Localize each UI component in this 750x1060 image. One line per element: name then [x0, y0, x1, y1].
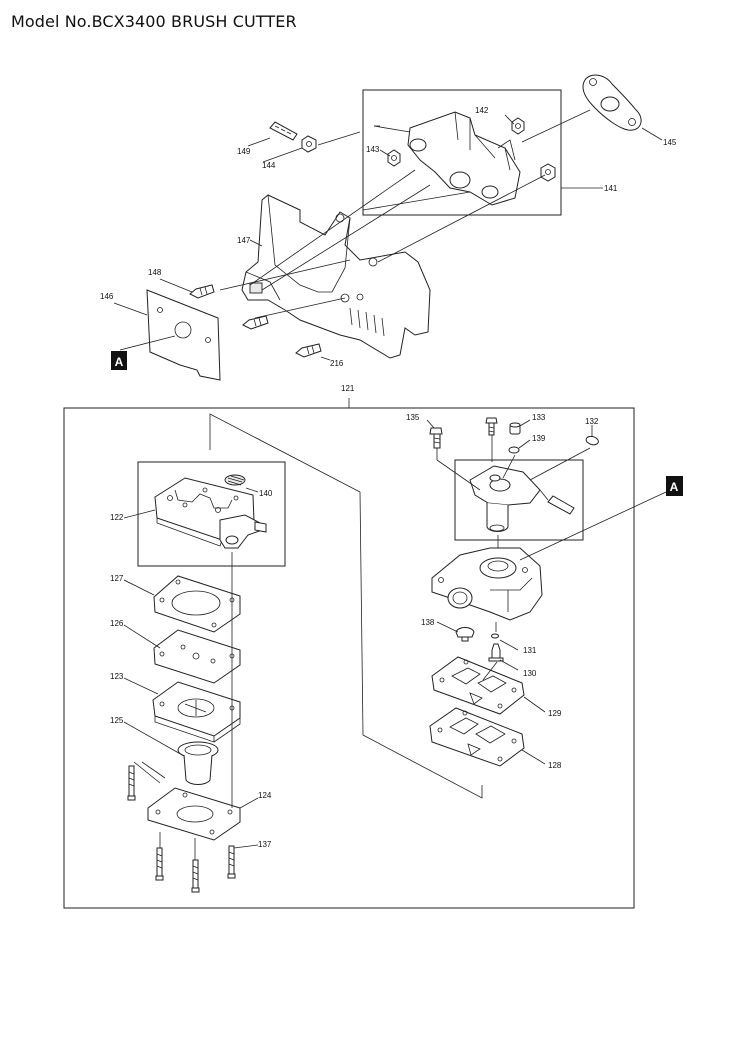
- marker-a-right-label: A: [670, 480, 679, 494]
- part-132-clip: [585, 435, 599, 446]
- frame-121: [63, 407, 635, 909]
- callout-127: 127: [110, 574, 124, 583]
- callout-145: 145: [663, 138, 677, 147]
- callout-141: 141: [604, 184, 618, 193]
- group-line: [209, 413, 483, 799]
- part-133-cap: [509, 422, 521, 435]
- callout-121: 121: [341, 384, 355, 393]
- callout-147: 147: [237, 236, 251, 245]
- part-148-screw-2: [242, 315, 269, 330]
- part-146-plate: [146, 289, 221, 381]
- callout-130: 130: [523, 669, 537, 678]
- part-130-needle: [488, 643, 504, 662]
- callout-123: 123: [110, 672, 124, 681]
- callout-129: 129: [548, 709, 562, 718]
- callout-132: 132: [585, 417, 599, 426]
- marker-a-left-label: A: [115, 355, 124, 369]
- part-126-diaphragm: [153, 629, 241, 684]
- part-124-holder: [147, 787, 241, 841]
- callout-125: 125: [110, 716, 124, 725]
- right-leader-lines: [426, 419, 667, 765]
- part-128-plate: [429, 707, 525, 767]
- part-143-nut: [387, 149, 401, 167]
- callout-122: 122: [110, 513, 124, 522]
- part-147-bracket: [241, 194, 431, 359]
- marker-a-left: [111, 351, 127, 370]
- part-129-gasket: [431, 656, 525, 715]
- callout-143: 143: [366, 145, 380, 154]
- part-123-cover: [152, 681, 241, 743]
- callout-139: 139: [532, 434, 546, 443]
- part-133-throttle-lever: [469, 465, 575, 532]
- callout-128: 128: [548, 761, 562, 770]
- part-149-stud: [269, 121, 298, 141]
- left-leader-lines: [123, 487, 259, 860]
- part-141-nut: [540, 163, 556, 182]
- part-142-nut: [511, 117, 525, 135]
- callout-216: 216: [330, 359, 344, 368]
- part-135-screw: [429, 427, 443, 449]
- part-133-screw: [485, 417, 498, 436]
- part-145-gasket: [582, 74, 642, 131]
- upper-leader-lines: [113, 109, 663, 361]
- callout-137: 137: [258, 840, 272, 849]
- callout-131: 131: [523, 646, 537, 655]
- part-125-primer-bulb: [177, 741, 219, 785]
- part-140-screen: [224, 474, 246, 486]
- part-141-manifold: [407, 111, 521, 206]
- callout-146: 146: [100, 292, 114, 301]
- part-122-pump-body: [154, 477, 267, 549]
- callout-149: 149: [237, 147, 251, 156]
- part-137-screws: [127, 765, 236, 893]
- part-121-carburetor-body: [431, 547, 543, 621]
- part-131-oring: [491, 633, 499, 639]
- part-216-screw: [295, 343, 322, 358]
- marker-a-right: [666, 476, 683, 496]
- callout-133: 133: [532, 413, 546, 422]
- callout-142: 142: [475, 106, 489, 115]
- part-144-nut: [301, 135, 317, 153]
- callout-140: 140: [259, 489, 273, 498]
- callout-135: 135: [406, 413, 420, 422]
- detail-box-141: [362, 89, 562, 216]
- part-138-plug: [455, 627, 475, 642]
- callout-labels: 149 144 142 143 145 141 147 148 146 216 …: [100, 106, 677, 849]
- page-title: Model No.BCX3400 BRUSH CUTTER: [11, 12, 297, 31]
- part-139-washer: [508, 446, 520, 454]
- detail-box-133: [454, 459, 584, 541]
- part-148-screw: [189, 284, 215, 299]
- callout-144: 144: [262, 161, 276, 170]
- callout-138: 138: [421, 618, 435, 627]
- part-127-gasket: [153, 575, 241, 633]
- callout-126: 126: [110, 619, 124, 628]
- callout-148: 148: [148, 268, 162, 277]
- callout-124: 124: [258, 791, 272, 800]
